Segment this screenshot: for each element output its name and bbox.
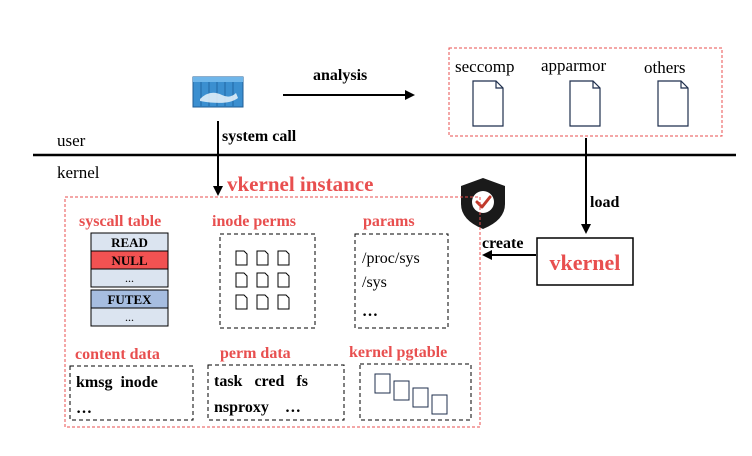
policies-box: [448, 47, 723, 137]
params-line: /sys: [362, 274, 387, 291]
perm-data-line: nsproxy …: [214, 399, 301, 416]
syscall-cell-label: NULL: [111, 253, 147, 268]
syscall-cell-label: ...: [125, 310, 134, 324]
user-label: user: [57, 131, 86, 150]
policy-apparmor-label: apparmor: [541, 56, 606, 75]
file-icon: [235, 294, 248, 310]
inode-perms-box: [219, 233, 316, 329]
content-data-title: content data: [75, 346, 160, 363]
kernel-pgtable-title: kernel pgtable: [349, 344, 447, 361]
policy-seccomp-label: seccomp: [455, 57, 514, 76]
perm-data-line: task cred fs: [214, 373, 308, 390]
syscall-table-title: syscall table: [79, 213, 161, 230]
document-icon: [472, 80, 504, 127]
content-data-box: [69, 365, 194, 421]
syscall-row: [90, 307, 169, 327]
perm-data-title: perm data: [220, 345, 291, 362]
policy-others-label: others: [644, 58, 686, 77]
content-data-line: …: [76, 400, 92, 417]
container-icon: [192, 76, 244, 108]
content-data-line: kmsg inode: [76, 374, 158, 391]
load-label: load: [590, 194, 619, 211]
vkernel-box: [536, 237, 634, 286]
system-call-label: system call: [222, 128, 297, 145]
file-icon: [277, 272, 290, 288]
inode-perms-title: inode perms: [212, 213, 296, 230]
syscall-cell-label: FUTEX: [107, 292, 152, 307]
syscall-row: [90, 268, 169, 288]
document-icon: [569, 80, 601, 127]
file-icon: [256, 250, 269, 266]
file-icon: [256, 272, 269, 288]
syscall-table: READ NULL ... FUTEX ...: [90, 232, 169, 327]
params-line: …: [362, 303, 378, 320]
kernel-label: kernel: [57, 163, 100, 182]
syscall-cell-label: READ: [111, 235, 148, 250]
file-icon: [277, 250, 290, 266]
create-label: create: [482, 235, 523, 252]
vkernel-instance-title: vkernel instance: [227, 172, 373, 196]
file-icon: [235, 272, 248, 288]
file-icon: [235, 250, 248, 266]
params-box: [354, 233, 449, 329]
vkernel-instance-box: [64, 196, 481, 428]
inode-file-icons: [235, 250, 290, 310]
analysis-label: analysis: [313, 67, 367, 84]
file-icon: [256, 294, 269, 310]
document-icon: [657, 80, 689, 127]
vkernel-label: vkernel: [550, 250, 621, 275]
params-line: /proc/sys: [362, 250, 420, 267]
page-table-icon: [374, 373, 448, 415]
perm-data-box: [207, 364, 345, 421]
shield-check-icon: [461, 178, 505, 229]
params-title: params: [363, 213, 415, 230]
syscall-cell-label: ...: [125, 271, 134, 285]
file-icon: [277, 294, 290, 310]
